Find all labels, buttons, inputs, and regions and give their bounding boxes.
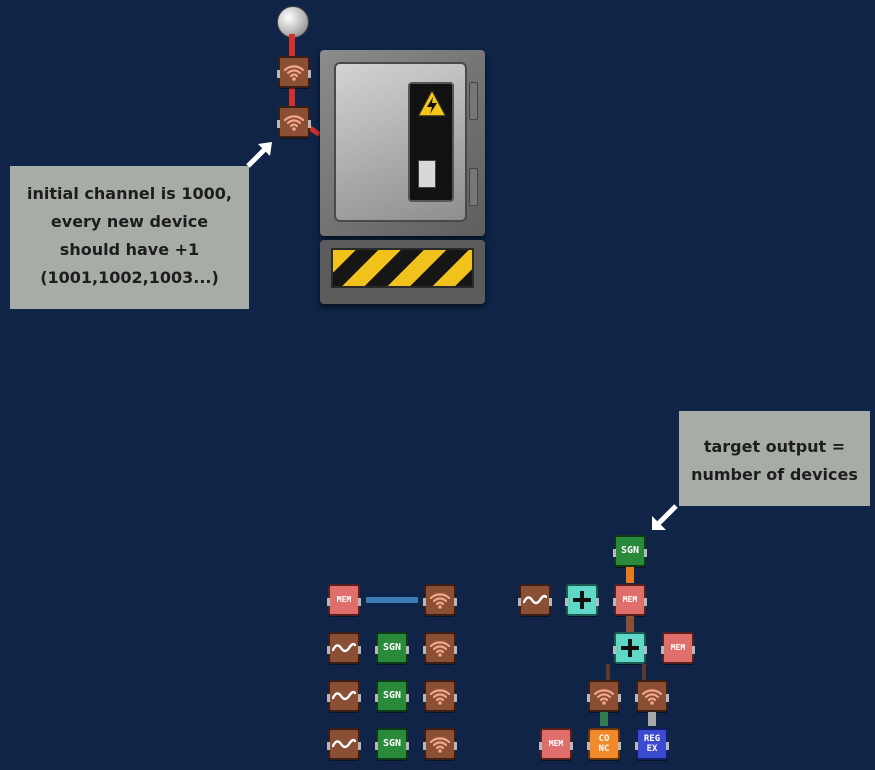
hinge (469, 82, 478, 120)
wave-block[interactable] (518, 584, 552, 616)
wave-block[interactable] (327, 728, 361, 760)
note-line: every new device (50, 212, 209, 231)
wifi-block[interactable] (423, 632, 457, 664)
note-line: number of devices (691, 465, 858, 484)
wifi-icon (283, 65, 305, 81)
sgn-block[interactable]: SGN (375, 680, 409, 712)
arrow-icon (652, 504, 678, 530)
sgn-label: SGN (620, 545, 640, 556)
mem-block[interactable]: MEM (327, 584, 361, 616)
hazard-stripes (331, 248, 474, 288)
wifi-block[interactable] (423, 728, 457, 760)
high-voltage-icon (416, 88, 448, 117)
wire (626, 616, 634, 632)
mem-label: MEM (622, 595, 638, 604)
sgn-block[interactable]: SGN (375, 728, 409, 760)
mem-label: MEM (336, 595, 352, 604)
add-block[interactable] (565, 584, 599, 616)
wave-block[interactable] (327, 680, 361, 712)
sgn-label: SGN (382, 690, 402, 701)
wifi-icon (429, 689, 451, 705)
wire (366, 597, 418, 603)
wifi-block[interactable] (587, 680, 621, 712)
wifi-icon (429, 593, 451, 609)
note-target-output: target output = number of devices (679, 411, 870, 506)
note-line: should have +1 (59, 240, 200, 259)
wifi-block[interactable] (277, 56, 311, 88)
mem-block[interactable]: MEM (661, 632, 695, 664)
wifi-icon (429, 641, 451, 657)
mem-label: MEM (548, 739, 564, 748)
concat-label: CO NC (598, 734, 610, 754)
wire (626, 567, 634, 583)
wifi-block[interactable] (635, 680, 669, 712)
note-line: target output = (703, 437, 846, 456)
wire (289, 34, 295, 58)
wifi-block[interactable] (277, 106, 311, 138)
mem-label: MEM (670, 643, 686, 652)
sine-wave-icon (332, 690, 356, 701)
regex-block[interactable]: REG EX (635, 728, 669, 760)
note-line: (1001,1002,1003...) (40, 268, 219, 287)
wave-block[interactable] (327, 632, 361, 664)
sgn-label: SGN (382, 738, 402, 749)
wire (289, 88, 295, 108)
plus-icon (573, 591, 591, 609)
wifi-icon (641, 689, 663, 705)
sgn-block[interactable]: SGN (375, 632, 409, 664)
mem-block[interactable]: MEM (539, 728, 573, 760)
add-block[interactable] (613, 632, 647, 664)
sgn-block[interactable]: SGN (613, 535, 647, 567)
sgn-label: SGN (382, 642, 402, 653)
sine-wave-icon (332, 642, 356, 653)
sine-wave-icon (523, 594, 547, 605)
wifi-block[interactable] (423, 584, 457, 616)
regex-label: REG EX (643, 734, 661, 754)
wifi-icon (283, 115, 305, 131)
breaker-switch (418, 160, 436, 188)
wifi-block[interactable] (423, 680, 457, 712)
note-initial-channel: initial channel is 1000, every new devic… (10, 166, 249, 309)
note-line: initial channel is 1000, (27, 184, 232, 203)
wifi-icon (593, 689, 615, 705)
wifi-icon (429, 737, 451, 753)
concat-block[interactable]: CO NC (587, 728, 621, 760)
wire (648, 712, 656, 726)
hinge (469, 168, 478, 206)
arrow-icon (246, 142, 272, 168)
wire (600, 712, 608, 726)
mem-block[interactable]: MEM (613, 584, 647, 616)
plus-icon (621, 639, 639, 657)
sine-wave-icon (332, 738, 356, 749)
wire (606, 664, 646, 680)
